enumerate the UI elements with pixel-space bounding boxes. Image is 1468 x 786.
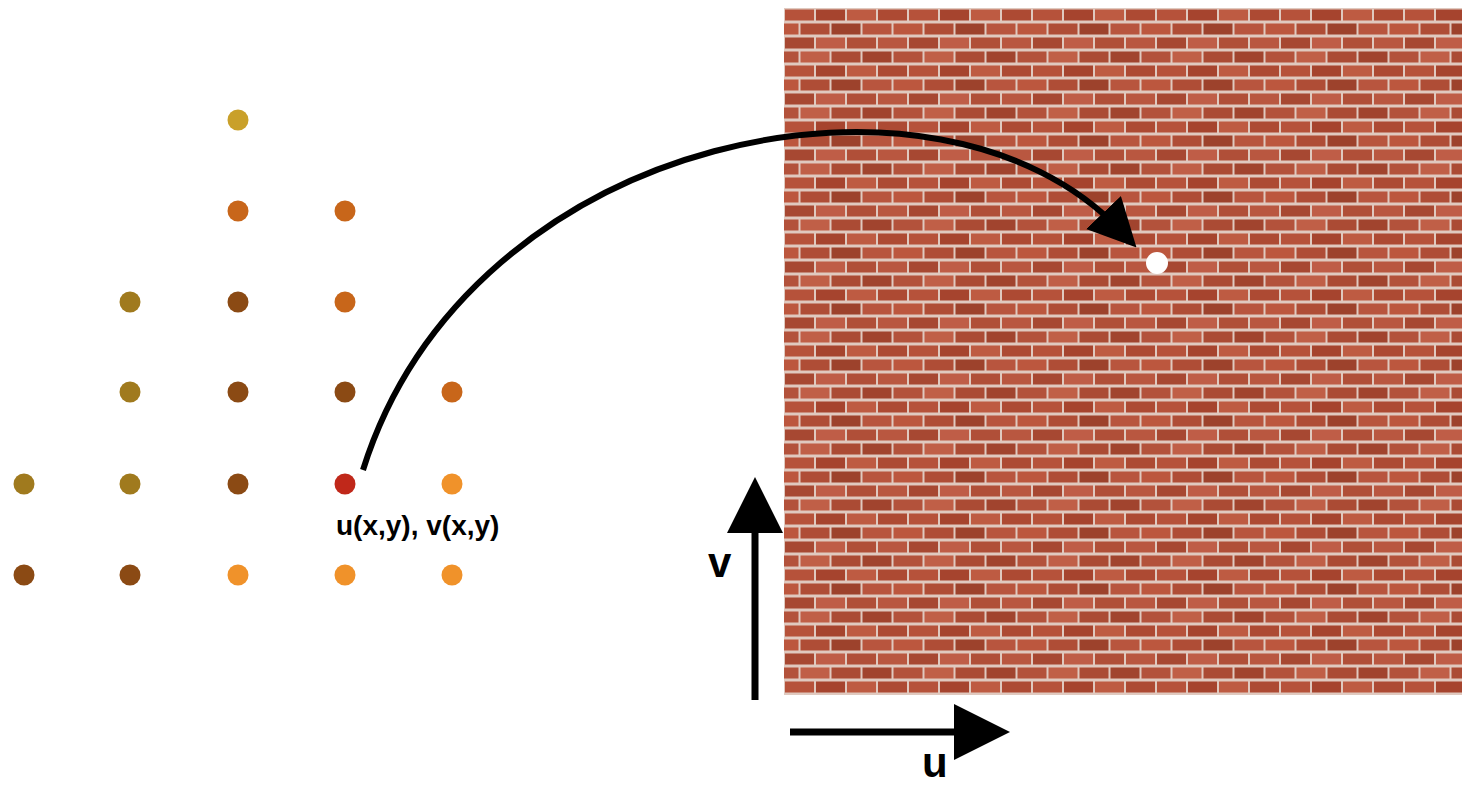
axis-label: v [708, 542, 731, 584]
axis-label: u [922, 742, 948, 784]
texture-shade [784, 8, 1462, 695]
u-axis-arrow [790, 729, 982, 736]
texture-sample-point [1146, 252, 1168, 274]
texture-image [784, 8, 1462, 695]
pixel-coordinate-label: u(x,y), v(x,y) [336, 512, 499, 540]
v-axis-arrow [752, 505, 759, 700]
mapping-arrow [363, 132, 1120, 470]
